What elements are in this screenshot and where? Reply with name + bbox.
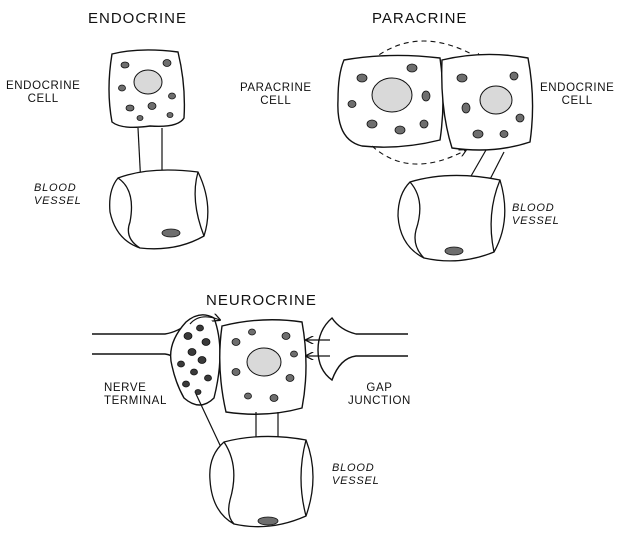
paracrine-title: PARACRINE xyxy=(372,10,467,27)
gap-junction-label: GAP JUNCTION xyxy=(348,382,411,408)
endocrine-vessel-nucleus xyxy=(162,229,180,237)
nerve-terminal-label-line1: NERVE xyxy=(104,382,167,395)
neurocrine-title: NEUROCRINE xyxy=(206,292,317,309)
paracrine-vessel-label: BLOOD VESSEL xyxy=(512,202,560,227)
paracrine-vessel-label-line1: BLOOD xyxy=(512,202,560,215)
endocrine-title: ENDOCRINE xyxy=(88,10,187,27)
neurocrine-vessel-label: BLOOD VESSEL xyxy=(332,462,380,487)
neurocrine-target-nucleus xyxy=(247,348,281,376)
paracrine-endocrine-label-line1: ENDOCRINE xyxy=(540,82,614,95)
endocrine-cell-label-line2: CELL xyxy=(6,93,80,106)
nerve-fiber-right xyxy=(318,318,408,380)
neurocrine-blood-vessel xyxy=(210,436,313,526)
paracrine-cell-label: PARACRINE CELL xyxy=(240,82,312,108)
paracrine-cell-label-line2: CELL xyxy=(240,95,312,108)
nerve-fiber-left xyxy=(92,322,190,334)
endocrine-vessel-label-line2: VESSEL xyxy=(34,195,82,208)
neurocrine-vessel-label-line1: BLOOD xyxy=(332,462,380,475)
paracrine-target-nucleus xyxy=(480,86,512,114)
paracrine-cell-nucleus xyxy=(372,78,412,112)
endocrine-vessel-label: BLOOD VESSEL xyxy=(34,182,82,207)
paracrine-endocrine-cell-label: ENDOCRINE CELL xyxy=(540,82,614,108)
gap-junction-label-line1: GAP xyxy=(348,382,411,395)
paracrine-vessel-label-line2: VESSEL xyxy=(512,215,560,228)
paracrine-panel xyxy=(338,41,533,261)
neurocrine-vessel-label-line2: VESSEL xyxy=(332,475,380,488)
nerve-terminal-label: NERVE TERMINAL xyxy=(104,382,167,408)
endocrine-panel xyxy=(109,50,208,249)
paracrine-dashed-arrow-bottom xyxy=(372,146,466,164)
paracrine-endocrine-label-line2: CELL xyxy=(540,95,614,108)
paracrine-cell-label-line1: PARACRINE xyxy=(240,82,312,95)
endocrine-vessel-label-line1: BLOOD xyxy=(34,182,82,195)
paracrine-vessel-nucleus xyxy=(445,247,463,255)
endocrine-cell-label-line1: ENDOCRINE xyxy=(6,80,80,93)
endocrine-cell-label: ENDOCRINE CELL xyxy=(6,80,80,106)
neurocrine-vessel-nucleus xyxy=(258,517,278,525)
gap-junction-label-line2: JUNCTION xyxy=(348,395,411,408)
endocrine-blood-vessel xyxy=(110,170,208,249)
endocrine-nucleus xyxy=(134,70,162,94)
neurocrine-panel xyxy=(92,315,408,527)
nerve-terminal-label-line2: TERMINAL xyxy=(104,395,167,408)
